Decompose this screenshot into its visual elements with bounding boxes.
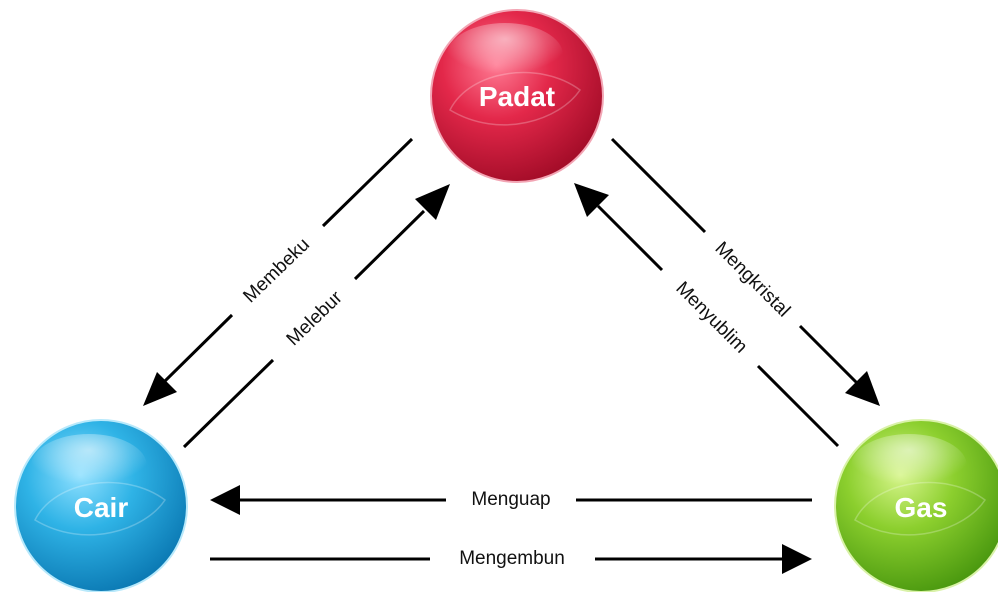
gas-label: Gas (895, 492, 948, 523)
melebur-label: Melebur (283, 287, 347, 350)
mengembun-arrowhead (782, 544, 812, 574)
padat-label: Padat (479, 81, 555, 112)
membeku-line-lower (163, 313, 234, 383)
mengkristal-arrowhead (845, 371, 880, 406)
gas-sheen (854, 481, 987, 536)
menguap-label: Menguap (471, 489, 550, 510)
melebur-line-upper (353, 209, 426, 281)
cair-label: Cair (74, 492, 129, 523)
node-cair: Cair (14, 419, 188, 592)
melebur-arrowhead (415, 184, 450, 220)
menyublim-label: Menyublim (671, 278, 751, 358)
padat-sheen (449, 71, 582, 126)
gas-highlight (851, 434, 967, 498)
membeku-label: Membeku (239, 234, 314, 307)
membeku-arrowhead (143, 372, 177, 406)
edge-menyublim: Menyublim (574, 183, 840, 448)
menyublim-line-upper (596, 204, 664, 272)
mengkristal-line-lower (798, 324, 859, 385)
menyublim-arrowhead (574, 183, 609, 217)
node-padat: Padat (430, 9, 604, 183)
edge-melebur: Melebur (182, 184, 450, 449)
cair-highlight (31, 434, 147, 498)
edge-membeku: Membeku (143, 137, 414, 406)
melebur-line-lower (182, 358, 275, 449)
node-gas: Gas (834, 419, 998, 592)
edge-mengkristal: Mengkristal (610, 137, 880, 406)
menyublim-line-lower (756, 364, 840, 448)
edge-mengembun: Mengembun (210, 544, 812, 574)
cair-sheen (34, 481, 167, 536)
mengkristal-line-upper (610, 137, 707, 234)
mengkristal-label: Mengkristal (711, 238, 795, 322)
mengembun-label: Mengembun (459, 548, 565, 569)
edge-menguap: Menguap (210, 485, 812, 515)
padat-highlight (447, 23, 563, 87)
menguap-arrowhead (210, 485, 240, 515)
membeku-line-upper (321, 137, 414, 228)
